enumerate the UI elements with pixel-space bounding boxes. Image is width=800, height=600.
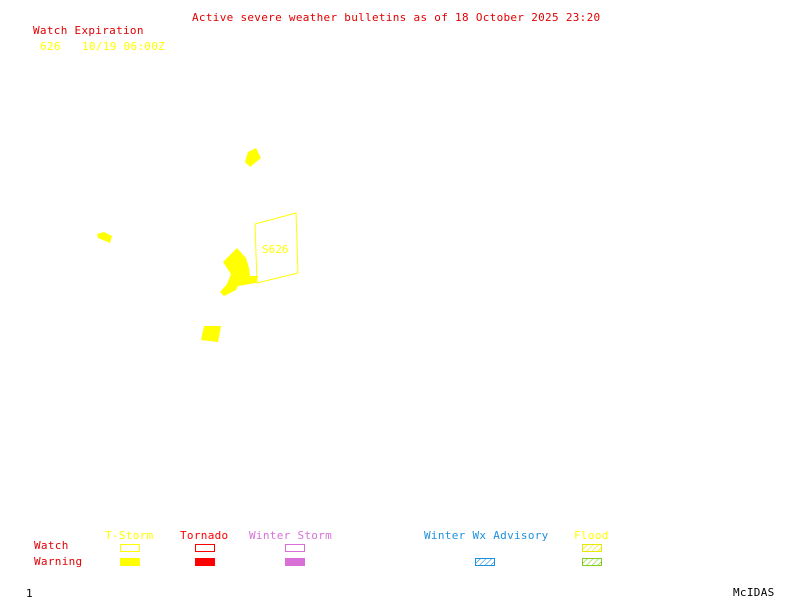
warning-polygon[interactable] (220, 248, 258, 296)
legend-row-warning-label: Warning (34, 555, 83, 568)
watch-expiration-heading: Watch Expiration (33, 24, 144, 37)
page-title: Active severe weather bulletins as of 18… (192, 11, 601, 24)
watch-expiration-id: 626 (40, 40, 61, 53)
warning-polygon[interactable] (97, 232, 112, 243)
legend-tornado-watch-swatch (195, 544, 215, 552)
legend-flood-warning-swatch (582, 558, 602, 566)
legend-flood-watch-swatch (582, 544, 602, 552)
frame-number: 1 (26, 587, 33, 600)
legend-winter-wx-advisory-label: Winter Wx Advisory (424, 529, 549, 542)
legend-tornado-warning-swatch (195, 558, 215, 566)
watch-box-label: S626 (262, 243, 289, 256)
legend-flood-label: Flood (574, 529, 609, 542)
legend-row-watch-label: Watch (34, 539, 69, 552)
legend-tornado-label: Tornado (180, 529, 229, 542)
legend-winter-wx-advisory-warning-swatch (475, 558, 495, 566)
watch-box-outline[interactable] (254, 212, 299, 284)
legend-tstorm-watch-swatch (120, 544, 140, 552)
legend-tstorm-label: T-Storm (105, 529, 154, 542)
warning-polygon[interactable] (201, 326, 221, 342)
legend-winter-storm-label: Winter Storm (249, 529, 333, 542)
legend-winter-storm-watch-swatch (285, 544, 305, 552)
legend-tstorm-warning-swatch (120, 558, 140, 566)
watch-expiration-time: 10/19 06:00Z (82, 40, 166, 53)
brand-label: McIDAS (733, 586, 775, 599)
warning-polygon[interactable] (245, 148, 261, 167)
legend-winter-storm-warning-swatch (285, 558, 305, 566)
